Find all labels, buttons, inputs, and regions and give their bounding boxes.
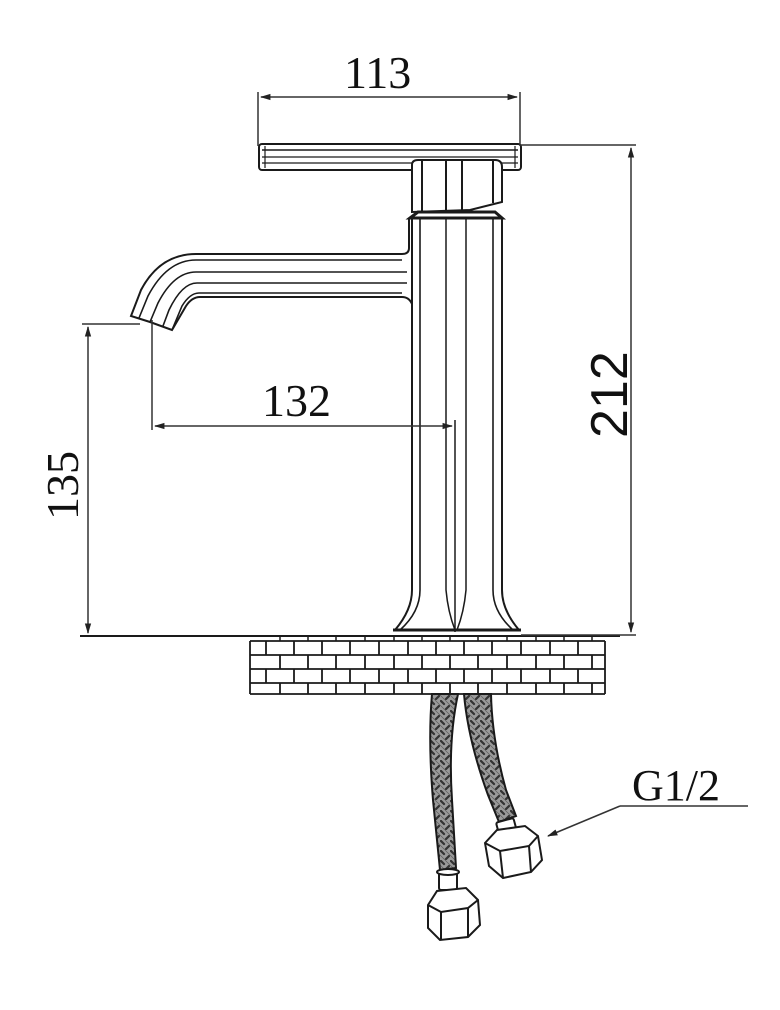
hex-nut-1	[427, 868, 482, 942]
dimension-label-spout-reach: 132	[262, 375, 331, 426]
spout	[129, 219, 413, 332]
braided-supply-hose-2	[462, 693, 518, 824]
countertop	[80, 635, 620, 695]
dimension-lines	[82, 92, 748, 837]
dimension-label-spout-height: 135	[37, 451, 88, 520]
hex-nut-2	[483, 817, 544, 880]
braided-supply-hose-1	[429, 693, 460, 872]
dimension-label-total-height: 212	[581, 351, 639, 438]
body	[393, 219, 521, 632]
dimension-label-handle-length: 113	[344, 47, 412, 98]
cartridge-cap	[405, 159, 507, 220]
annotation-connection-thread: G1/2	[632, 761, 720, 810]
